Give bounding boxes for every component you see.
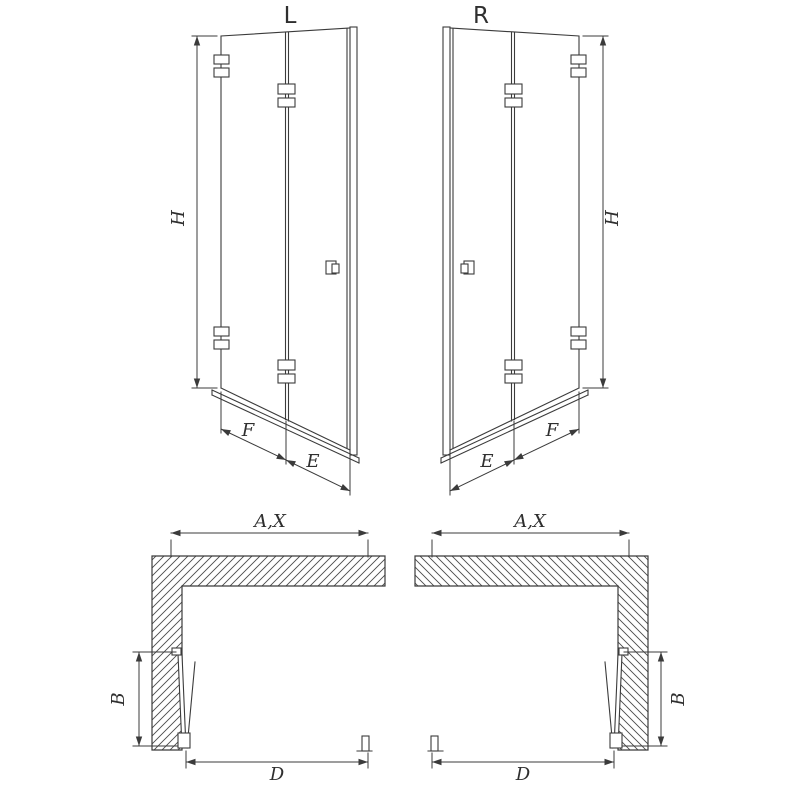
hinge-icon [277, 97, 296, 108]
elevation-geometry-mirrored [441, 27, 608, 495]
plan-left: A,X B D [108, 511, 386, 785]
door-handle [325, 260, 340, 275]
elevation-geometry [191, 26, 360, 496]
hinge-icon [277, 83, 296, 95]
wall-profile [349, 26, 358, 456]
height-dimension [191, 35, 218, 389]
variant-label-left: L [284, 3, 297, 29]
height-label: H [602, 210, 623, 227]
plan-width-label: A,X [512, 511, 547, 532]
door-glass [220, 27, 351, 451]
width-dimensions [220, 391, 351, 496]
plan-geometry-mirrored [415, 533, 667, 768]
height-label: H [168, 210, 189, 227]
elevation-right: R H E F [441, 3, 623, 495]
hinge-icon [277, 359, 296, 371]
elevation-left: L H F E [168, 3, 360, 496]
variant-label-right: R [473, 3, 489, 29]
hinge-icon [213, 326, 230, 337]
hinge-icon [277, 373, 296, 384]
plan-right: A,X B D [415, 511, 689, 785]
width-dimension-ax [170, 529, 369, 558]
plan-opening-label: D [515, 764, 531, 785]
depth-dimension-b [132, 651, 179, 747]
closing-profile [356, 735, 373, 752]
width-label-f: F [545, 420, 560, 441]
hinge-icon [213, 67, 230, 78]
plan-width-label: A,X [252, 511, 287, 532]
opening-dimension-d [185, 750, 369, 769]
hinge-icon [213, 54, 230, 65]
plan-depth-label: B [668, 692, 689, 706]
width-label-e: E [305, 451, 319, 472]
plan-depth-label: B [108, 692, 129, 706]
hinges [213, 54, 296, 384]
width-label-f: F [241, 420, 256, 441]
width-label-e: E [479, 451, 493, 472]
hinge-icon [213, 339, 230, 350]
wall-section [151, 555, 386, 751]
plan-geometry [132, 529, 386, 769]
plan-opening-label: D [269, 764, 285, 785]
